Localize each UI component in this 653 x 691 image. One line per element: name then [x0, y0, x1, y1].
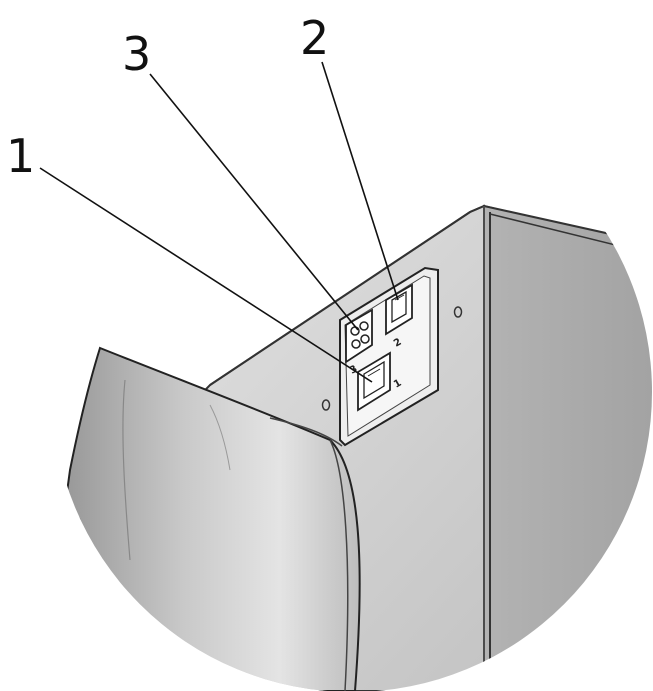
callout-1: 1	[6, 129, 35, 183]
leader-line-1	[39, 167, 373, 383]
callout-2: 2	[300, 11, 329, 65]
cabinet-front-panel	[483, 204, 652, 691]
port-1-network-jack	[357, 351, 391, 412]
panel-mark-2: 2	[392, 337, 404, 350]
panel-mark-1: 1	[392, 378, 404, 391]
callout-3: 3	[122, 27, 151, 81]
leader-line-3	[149, 73, 359, 331]
screw-hole	[453, 306, 463, 318]
leader-line-2	[321, 61, 399, 301]
magnified-detail: 3 2 1	[52, 204, 652, 691]
port-2-network-jack	[385, 283, 413, 336]
screw-hole	[321, 399, 331, 411]
